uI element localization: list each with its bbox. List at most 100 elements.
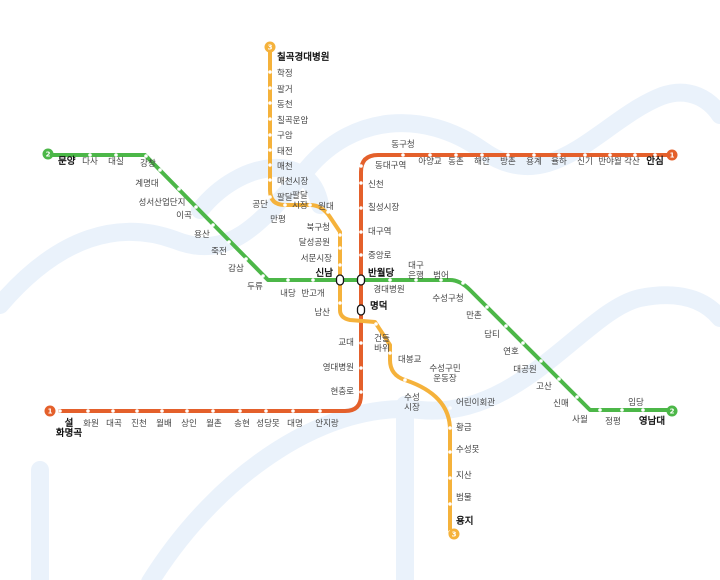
station-label[interactable]: 영대병원 [323,362,354,373]
station-marker[interactable] [238,409,242,413]
station-marker[interactable] [144,154,148,158]
station-marker[interactable] [539,359,543,363]
station-label[interactable]: 월촌 [206,418,222,429]
transfer-station-marker[interactable] [356,304,366,316]
station-label[interactable]: 학정 [277,68,293,79]
station-marker[interactable] [480,153,484,157]
station-label[interactable]: 동천 [277,99,293,110]
station-label[interactable]: 신천 [368,179,384,190]
station-label[interactable]: 명덕 [370,300,387,312]
station-label[interactable]: 신매 [553,399,569,409]
station-marker[interactable] [264,409,268,413]
station-label[interactable]: 성당못 [256,418,280,429]
station-marker[interactable] [461,281,465,285]
station-marker[interactable] [374,322,378,326]
station-marker[interactable] [160,409,164,413]
station-marker[interactable] [504,324,508,328]
station-marker[interactable] [311,278,315,282]
station-marker[interactable] [359,164,363,168]
station-marker[interactable] [185,409,189,413]
station-marker[interactable] [583,153,587,157]
station-marker[interactable] [521,341,525,345]
station-marker[interactable] [448,450,452,454]
station-label[interactable]: 범물 [456,492,472,503]
station-label[interactable]: 반야월 [598,156,621,167]
station-label[interactable]: 다사 [82,157,98,167]
station-label[interactable]: 영남대 [639,415,665,427]
station-label[interactable]: 대구역 [368,226,391,237]
station-marker[interactable] [388,278,392,282]
station-label[interactable]: 율하 [551,156,567,167]
station-marker[interactable] [401,153,405,157]
station-label[interactable]: 고산 [536,381,552,392]
station-marker[interactable] [608,153,612,157]
station-label[interactable]: 북구청 [307,223,330,233]
station-marker[interactable] [194,205,198,209]
station-marker[interactable] [454,153,458,157]
station-marker[interactable] [135,409,139,413]
station-label[interactable]: 안지랑 [315,418,339,429]
station-marker[interactable] [338,233,342,237]
station-label[interactable]: 동대구역 [375,160,406,171]
station-marker[interactable] [111,409,115,413]
station-label[interactable]: 아양교 [418,156,442,167]
station-marker[interactable] [598,408,602,412]
station-label[interactable]: 임당 [628,397,644,408]
station-label[interactable]: 남산 [314,307,330,318]
station-label[interactable]: 지산 [456,470,472,481]
station-label[interactable]: 방촌 [500,156,516,167]
station-marker[interactable] [428,153,432,157]
station-marker[interactable] [268,86,272,90]
station-marker[interactable] [448,406,452,410]
station-marker[interactable] [388,351,392,355]
station-label[interactable]: 동촌 [448,157,464,167]
station-label[interactable]: 문양 [58,155,76,167]
station-label[interactable]: 진천 [131,418,147,429]
station-label[interactable]: 용산 [194,229,210,240]
station-label[interactable]: 계명대 [135,178,158,189]
station-marker[interactable] [633,153,637,157]
station-marker[interactable] [326,210,330,214]
station-label[interactable]: 화원 [83,419,99,429]
station-label[interactable]: 사월 [572,414,588,425]
station-marker[interactable] [177,187,181,191]
station-marker[interactable] [557,377,561,381]
station-marker[interactable] [414,278,418,282]
station-marker[interactable] [430,387,434,391]
station-marker[interactable] [318,409,322,413]
station-label[interactable]: 반월당 [368,267,394,279]
station-label[interactable]: 반고개 [301,288,324,299]
station-marker[interactable] [268,195,272,199]
station-label[interactable]: 연호 [503,347,519,357]
station-label[interactable]: 월배 [156,418,172,429]
station-label[interactable]: 매천시장 [277,176,308,187]
station-marker[interactable] [268,163,272,167]
station-marker[interactable] [308,203,312,207]
station-marker[interactable] [286,278,290,282]
station-marker[interactable] [359,206,363,210]
station-label[interactable]: 팔달 [277,192,293,203]
station-label[interactable]: 정평 [605,416,621,427]
station-marker[interactable] [448,502,452,506]
station-label[interactable]: 상인 [181,418,197,429]
station-label[interactable]: 칠곡운암 [277,115,308,126]
station-marker[interactable] [86,409,90,413]
station-marker[interactable] [620,408,624,412]
station-marker[interactable] [211,409,215,413]
station-label[interactable]: 담티 [484,329,500,340]
station-marker[interactable] [359,253,363,257]
station-marker[interactable] [653,153,657,157]
station-label[interactable]: 신기 [577,157,593,167]
station-marker[interactable] [268,70,272,74]
station-marker[interactable] [575,395,579,399]
station-label[interactable]: 태전 [277,146,293,157]
station-label[interactable]: 칠성시장 [368,202,399,213]
station-marker[interactable] [338,263,342,267]
station-label[interactable]: 범어 [433,270,449,281]
transfer-station-marker[interactable] [356,274,366,286]
station-marker[interactable] [211,223,215,227]
